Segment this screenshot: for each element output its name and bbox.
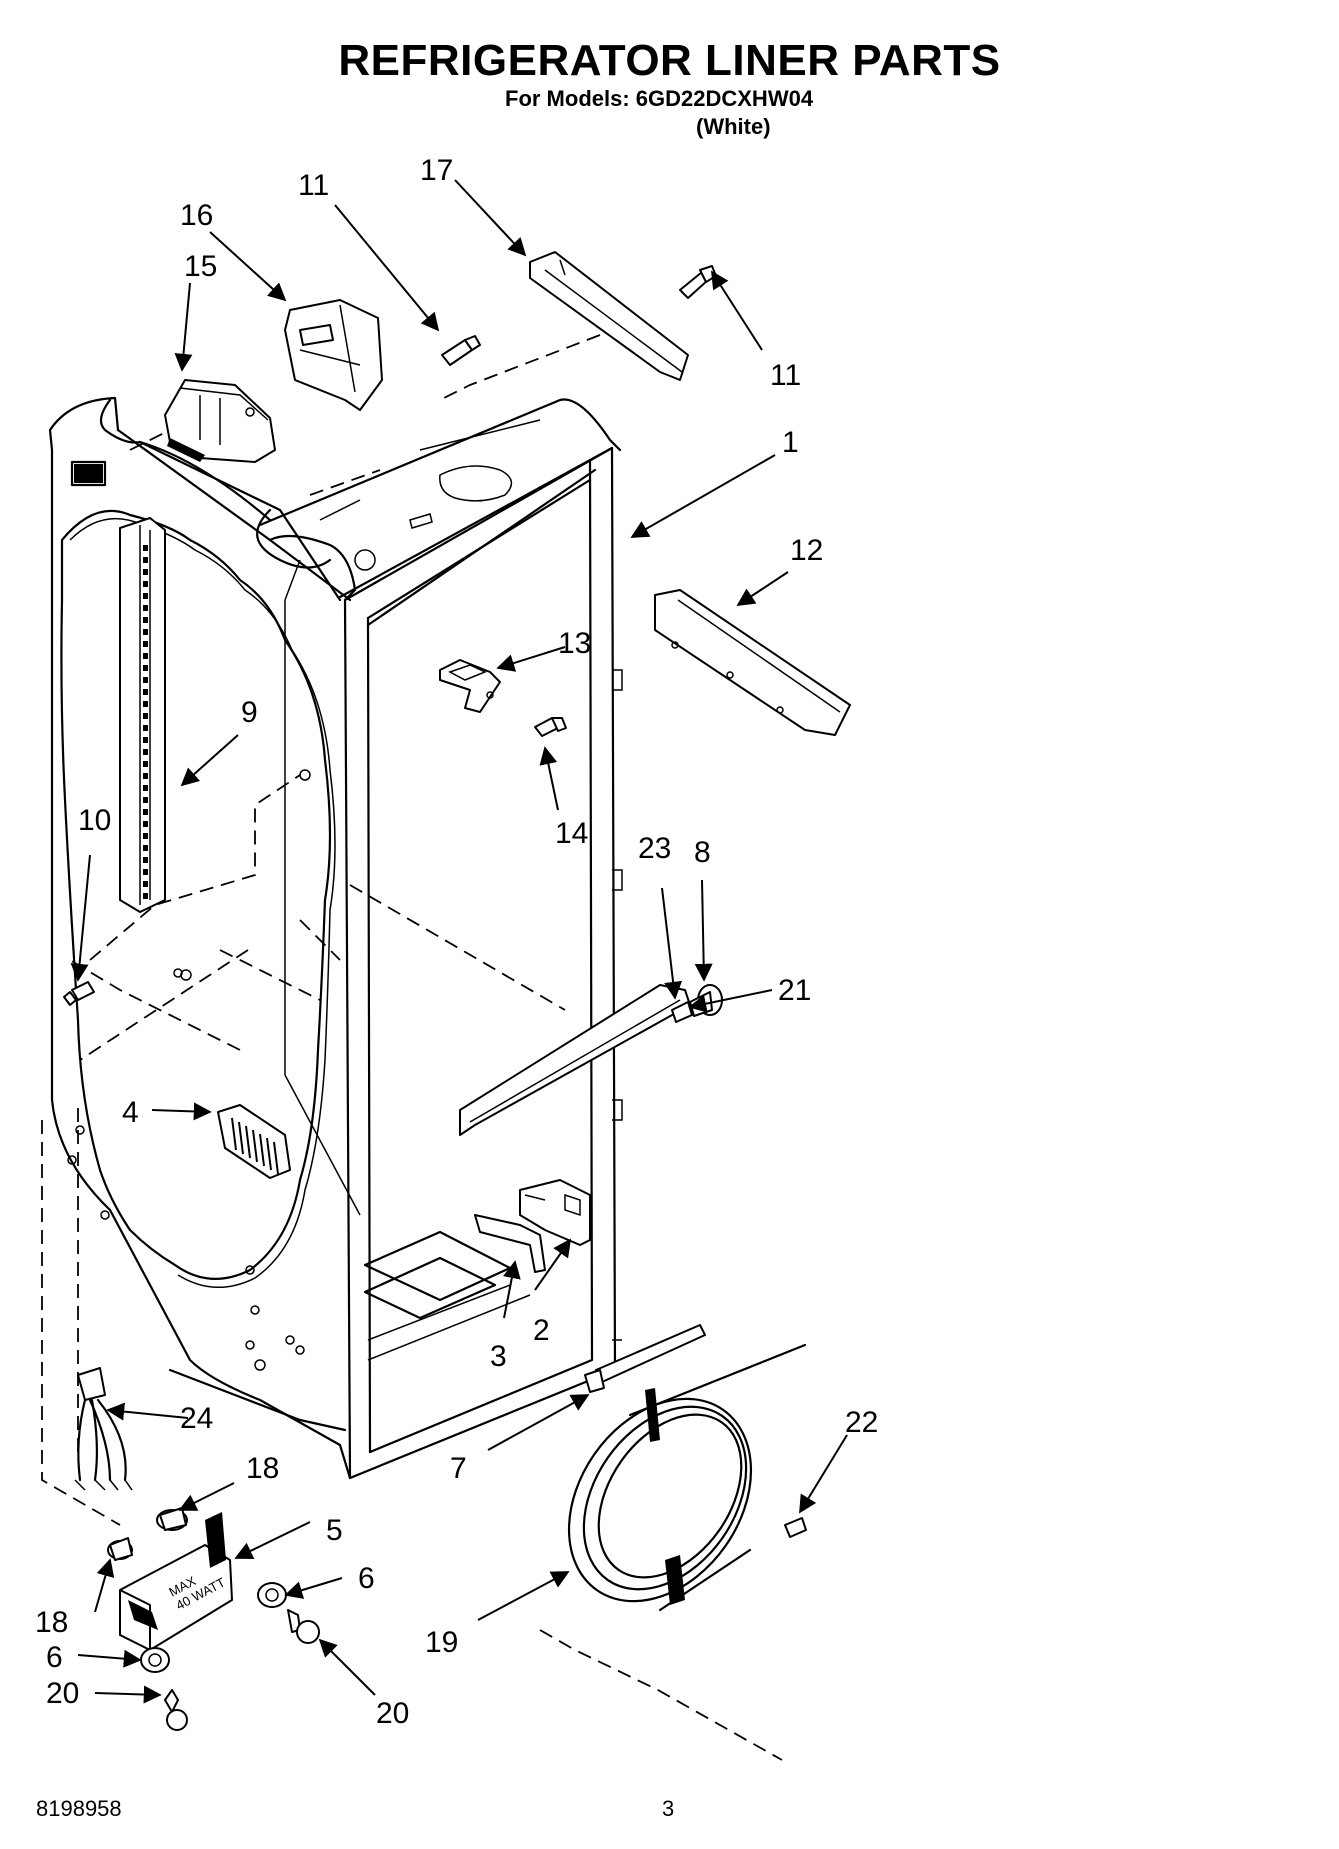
callout-9: 9 (241, 696, 258, 729)
callout-20-right: 20 (376, 1697, 409, 1730)
part-17-top-rail (529, 251, 689, 381)
doc-number: 8198958 (36, 1796, 122, 1821)
callout-23: 23 (638, 832, 671, 865)
callout-21: 21 (778, 974, 811, 1007)
callout-17: 17 (420, 154, 453, 187)
callout-12: 12 (790, 534, 823, 567)
part-12-shelf-bracket (654, 589, 851, 736)
part-20-bulb-right (287, 1609, 320, 1644)
alignment-lines (41, 334, 783, 1761)
callout-22: 22 (845, 1406, 878, 1439)
callout-20-left: 20 (46, 1677, 79, 1710)
callout-6-left: 6 (46, 1641, 63, 1674)
leader-arrows (70, 179, 848, 1704)
part-15-lamp-housing (164, 379, 276, 463)
callout-7: 7 (450, 1452, 467, 1485)
model-variant: (White) (696, 114, 771, 139)
callout-labels: 17 11 16 15 11 1 12 13 9 10 14 23 8 21 4… (35, 154, 878, 1730)
callout-15: 15 (184, 250, 217, 283)
part-9-rail (119, 517, 166, 913)
screw-23 (671, 1001, 693, 1023)
callout-2: 2 (533, 1314, 550, 1347)
page-title: REFRIGERATOR LINER PARTS (338, 36, 1001, 85)
part-4-grille (217, 1104, 291, 1179)
part-20-bulb-left (164, 1689, 188, 1731)
callout-24: 24 (180, 1402, 213, 1435)
page-number: 3 (662, 1796, 675, 1821)
part-18-clip-upper (156, 1507, 188, 1531)
callout-11-upper: 11 (298, 169, 329, 202)
part-19-coil (567, 1343, 807, 1612)
callout-5: 5 (326, 1514, 343, 1547)
screw-10 (63, 981, 95, 1006)
callout-1: 1 (782, 426, 799, 459)
callout-18-upper: 18 (246, 1452, 279, 1485)
models-line: For Models: 6GD22DCXHW04 (505, 86, 814, 111)
callout-16: 16 (180, 199, 213, 232)
callout-4: 4 (122, 1096, 139, 1129)
header: REFRIGERATOR LINER PARTS For Models: 6GD… (0, 0, 1339, 140)
callout-13: 13 (558, 627, 591, 660)
part-6-socket-left (140, 1647, 170, 1673)
part-2-bracket (519, 1179, 591, 1246)
part-21-long-bracket (459, 984, 691, 1136)
part-3-bracket (474, 1214, 546, 1273)
screw-22 (784, 1517, 807, 1538)
callout-6-right: 6 (358, 1562, 375, 1595)
callout-10: 10 (78, 804, 111, 837)
callout-11-right: 11 (770, 359, 801, 392)
screw-11-upper (441, 335, 481, 366)
callout-18-lower: 18 (35, 1606, 68, 1639)
part-7-cable-tie (584, 1324, 706, 1393)
screw-11-right (679, 265, 717, 299)
part-6-socket-right (257, 1582, 287, 1608)
part-13-bracket (439, 659, 501, 713)
callout-8: 8 (694, 836, 711, 869)
part-24-wire-harness (74, 1367, 133, 1491)
callout-3: 3 (490, 1340, 507, 1373)
part-16-bracket (284, 299, 383, 411)
part-18-clip-lower (107, 1537, 133, 1561)
part-5-lamp-control: MAX40 WATT (119, 1512, 233, 1651)
screw-14 (534, 717, 567, 737)
callout-19: 19 (425, 1626, 458, 1659)
callout-14: 14 (555, 817, 588, 850)
